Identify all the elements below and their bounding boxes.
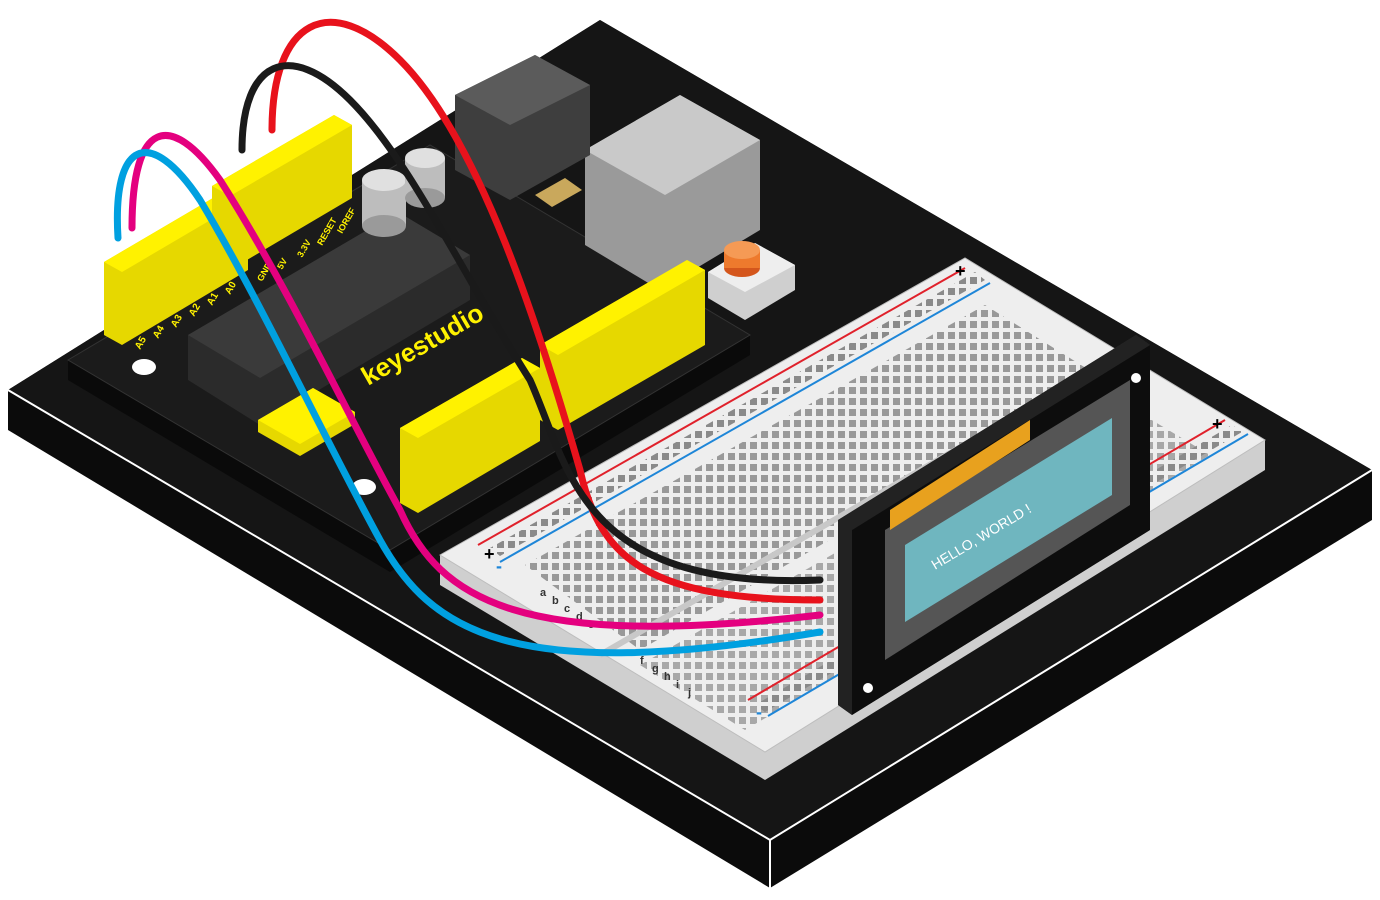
digital-header-right [540, 260, 705, 430]
row-letter: a [540, 587, 547, 599]
power-pin-label: 5V [275, 256, 289, 271]
row-letter: f [640, 655, 644, 667]
lcd-module: HELLO, WORLD ! [838, 335, 1150, 715]
digital-header-left [400, 358, 540, 513]
row-letter: i [676, 679, 679, 691]
rail-minus-label: - [496, 556, 502, 576]
lcd-screw-2 [1131, 373, 1141, 383]
wire-black [238, 62, 824, 585]
breadboard-top-rail [477, 267, 991, 563]
wire-blue [113, 149, 824, 657]
wire-red [268, 18, 824, 604]
power-jack [455, 55, 590, 200]
rail-plus-label: + [484, 544, 495, 564]
lcd-screen [905, 418, 1112, 622]
rail-plus-label-right: + [1212, 414, 1223, 434]
capacitor-2 [405, 148, 445, 208]
icsp-header [258, 388, 355, 456]
lcd-pin-header [890, 420, 1030, 530]
rail-blue-line [499, 282, 991, 563]
rail-red-line [477, 267, 966, 546]
reset-button [708, 241, 795, 320]
row-letter: j [687, 687, 691, 699]
power-header [212, 115, 352, 270]
rail-minus-label-bottom: - [756, 702, 762, 722]
crystal [535, 178, 582, 207]
row-letter: g [652, 663, 659, 675]
main-chip [188, 212, 470, 425]
rail-plus-label-top: + [955, 261, 966, 281]
mounting-hole [132, 359, 156, 375]
lcd-screw [863, 683, 873, 693]
row-letter: c [564, 603, 570, 615]
usb-port [585, 95, 760, 290]
jumper-wires [113, 18, 824, 657]
wire-magenta [128, 132, 824, 630]
capacitor [362, 169, 406, 237]
row-letter: b [552, 595, 559, 607]
mounting-hole-2 [352, 479, 376, 495]
row-letter: h [664, 671, 671, 683]
row-letter: d [576, 611, 583, 623]
